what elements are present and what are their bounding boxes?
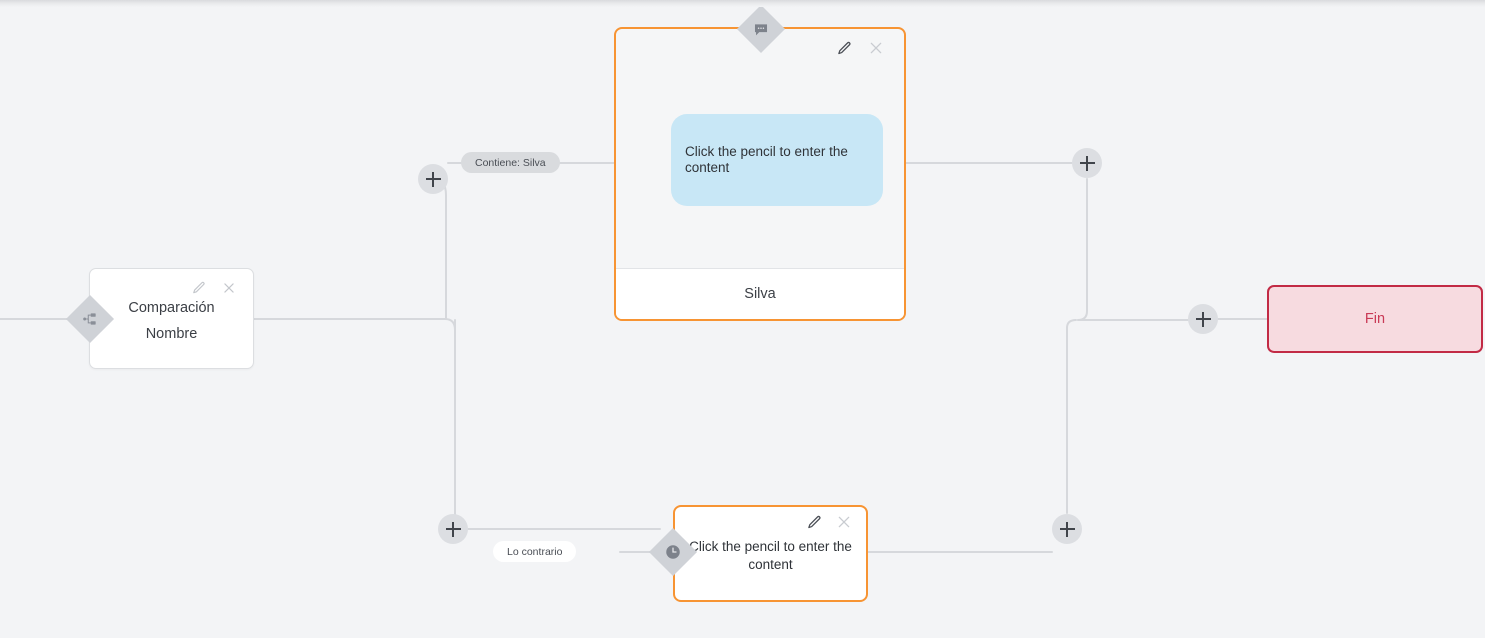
node-end-label: Fin: [1364, 311, 1386, 327]
add-node-button-branch-true[interactable]: [418, 164, 448, 194]
node-message-top-actions: [837, 40, 884, 56]
top-shadow-divider: [0, 0, 1485, 7]
node-message-bottom-text: Click the pencil to enter the content: [689, 539, 852, 572]
add-node-button-after-top[interactable]: [1072, 148, 1102, 178]
node-message-top[interactable]: Click the pencil to enter the content Si…: [614, 27, 906, 321]
clock-icon: [664, 543, 682, 561]
node-message-bottom-handle[interactable]: [648, 527, 698, 577]
add-node-button-before-end[interactable]: [1188, 304, 1218, 334]
close-icon[interactable]: [836, 514, 852, 530]
pencil-icon[interactable]: [837, 41, 852, 56]
node-end[interactable]: Fin: [1267, 285, 1483, 353]
node-comparison-title: Comparación: [128, 300, 215, 316]
node-comparison-handle[interactable]: [65, 294, 115, 344]
node-message-bottom[interactable]: Click the pencil to enter the content: [673, 505, 868, 602]
node-comparison-subtitle: Nombre: [145, 326, 198, 342]
pencil-icon[interactable]: [192, 281, 206, 295]
message-bubble-text: Click the pencil to enter the content: [685, 144, 848, 175]
edge-label-branch-true[interactable]: Contiene: Silva: [461, 152, 560, 173]
node-message-top-handle[interactable]: [736, 4, 786, 54]
close-icon[interactable]: [868, 40, 884, 56]
message-bubble: Click the pencil to enter the content: [671, 114, 883, 206]
pencil-icon[interactable]: [807, 515, 822, 530]
speech-bubble-icon: [753, 21, 770, 38]
node-comparison-actions: [192, 281, 236, 295]
close-icon[interactable]: [222, 281, 236, 295]
add-node-button-branch-false[interactable]: [438, 514, 468, 544]
add-node-button-after-bottom[interactable]: [1052, 514, 1082, 544]
node-message-top-footer: Silva: [616, 268, 904, 319]
branch-icon: [82, 311, 98, 327]
node-comparison[interactable]: Comparación Nombre: [89, 268, 254, 369]
edge-label-branch-false[interactable]: Lo contrario: [493, 541, 577, 562]
node-message-bottom-actions: [807, 514, 852, 530]
